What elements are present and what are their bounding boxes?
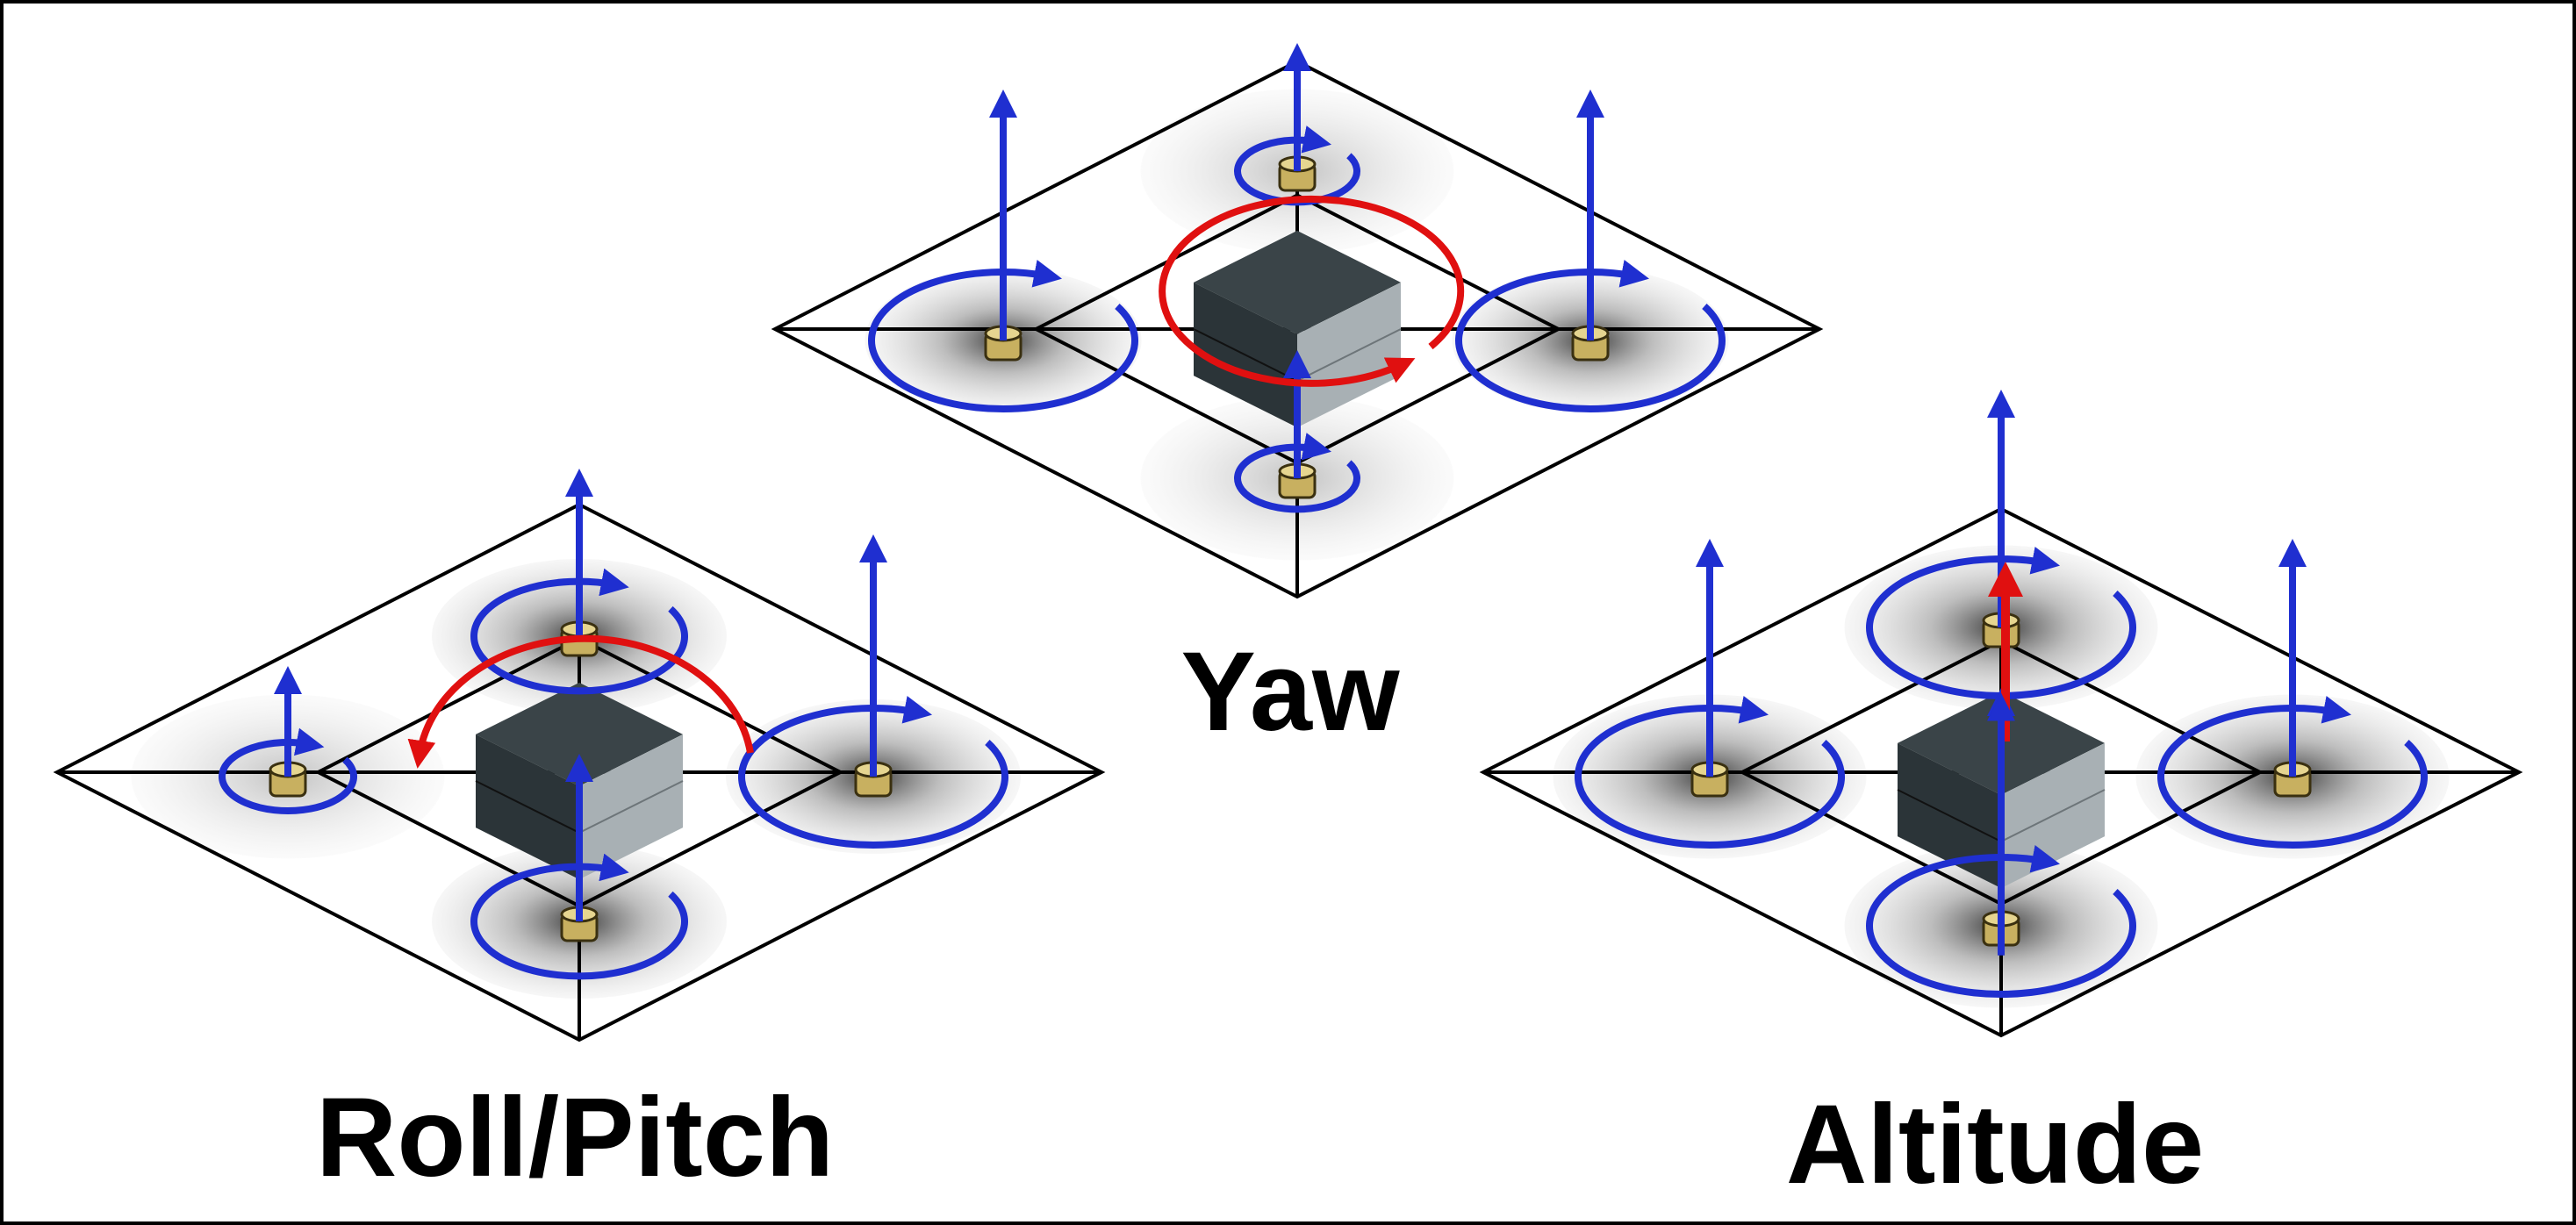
yaw-curved-arrow-icon <box>1159 195 1465 387</box>
alt-circular-arrow-icon-1 <box>1575 696 1845 849</box>
alt-circular-arrow-icon-0 <box>1866 547 2136 699</box>
rp-circular-arrow-icon-1 <box>219 727 357 814</box>
rp-frame <box>53 469 1106 1042</box>
yaw-frame <box>771 43 1824 599</box>
rp-curved-arrow-icon <box>407 634 754 769</box>
alt-cube-seam-r <box>2000 789 2106 842</box>
frames-layer <box>53 43 2523 1042</box>
yaw-circular-arrow-icon-3 <box>1234 433 1360 513</box>
alt-cube-seam-l <box>1897 789 2002 842</box>
yaw-circular-arrow-icon-2 <box>1455 260 1726 412</box>
yaw-circular-arrow-icon-1 <box>868 260 1138 412</box>
yaw-cube-seam-r <box>1296 328 1402 382</box>
alt-circular-arrow-icon-2 <box>2157 696 2428 849</box>
alt-frame <box>1479 390 2523 1038</box>
yaw-cube-seam-l <box>1193 328 1298 382</box>
yaw-label: Yaw <box>1180 629 1400 755</box>
roll-pitch-label: Roll/Pitch <box>316 1075 834 1200</box>
rp-circular-arrow-icon-0 <box>470 568 688 695</box>
rp-circular-arrow-icon-2 <box>738 696 1008 849</box>
alt-circular-arrow-icon-3 <box>1866 845 2136 998</box>
altitude-label: Altitude <box>1786 1082 2204 1207</box>
rp-cube-seam-r <box>578 780 684 834</box>
rp-cube-seam-l <box>475 780 580 834</box>
rp-circular-arrow-icon-3 <box>470 853 688 980</box>
yaw-circular-arrow-icon-0 <box>1234 125 1360 206</box>
